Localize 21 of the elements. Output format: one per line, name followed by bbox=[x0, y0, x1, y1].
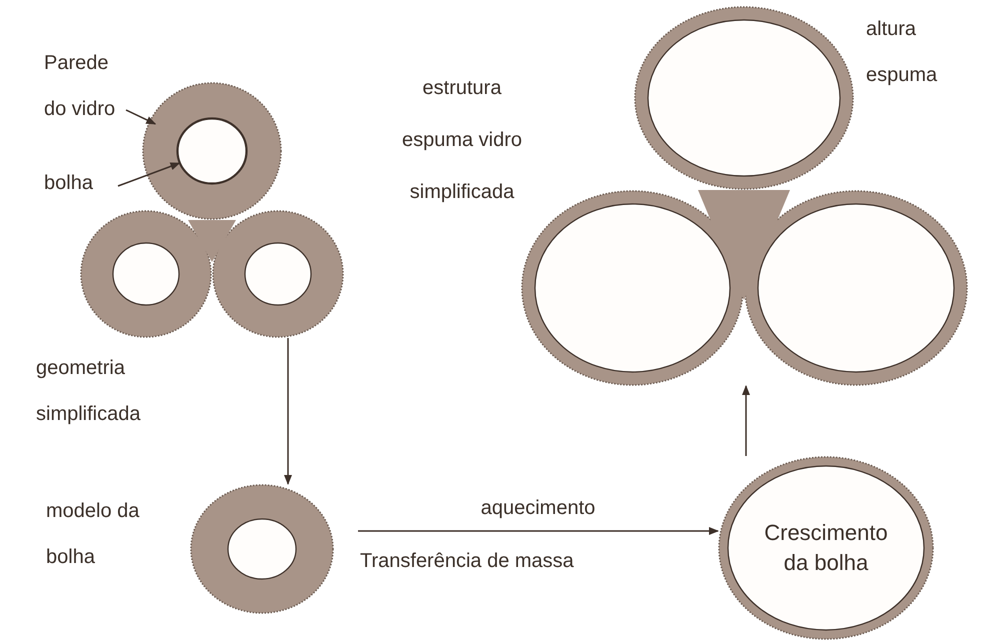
leader-line bbox=[126, 109, 156, 125]
caption-label: altura espuma bbox=[866, 17, 938, 88]
text-label: estrutura espuma vidro simplificada bbox=[400, 76, 524, 205]
text-label: Transferência de massa bbox=[360, 549, 575, 574]
bubble-wall-ring bbox=[718, 456, 934, 640]
bubble-wall-ring bbox=[80, 210, 212, 338]
caption-label: modelo da bolha bbox=[46, 499, 140, 570]
leader-line bbox=[118, 162, 180, 187]
bubble-wall-ring bbox=[212, 210, 344, 338]
glass-wall-junction bbox=[698, 190, 790, 300]
callout-label: bolha bbox=[44, 171, 94, 196]
bubble-circle bbox=[177, 118, 247, 184]
arrow bbox=[284, 338, 292, 485]
arrow bbox=[742, 385, 750, 456]
node-label: Crescimento da bolha bbox=[763, 519, 889, 577]
text-label: geometria simplificada bbox=[36, 356, 142, 427]
bubble-wall-ring bbox=[190, 484, 334, 614]
arrow bbox=[358, 527, 719, 535]
bubble-wall-ring bbox=[142, 82, 282, 220]
callout-label: Parede do vidro bbox=[44, 51, 116, 122]
edge-label: aquecimento bbox=[480, 496, 596, 521]
